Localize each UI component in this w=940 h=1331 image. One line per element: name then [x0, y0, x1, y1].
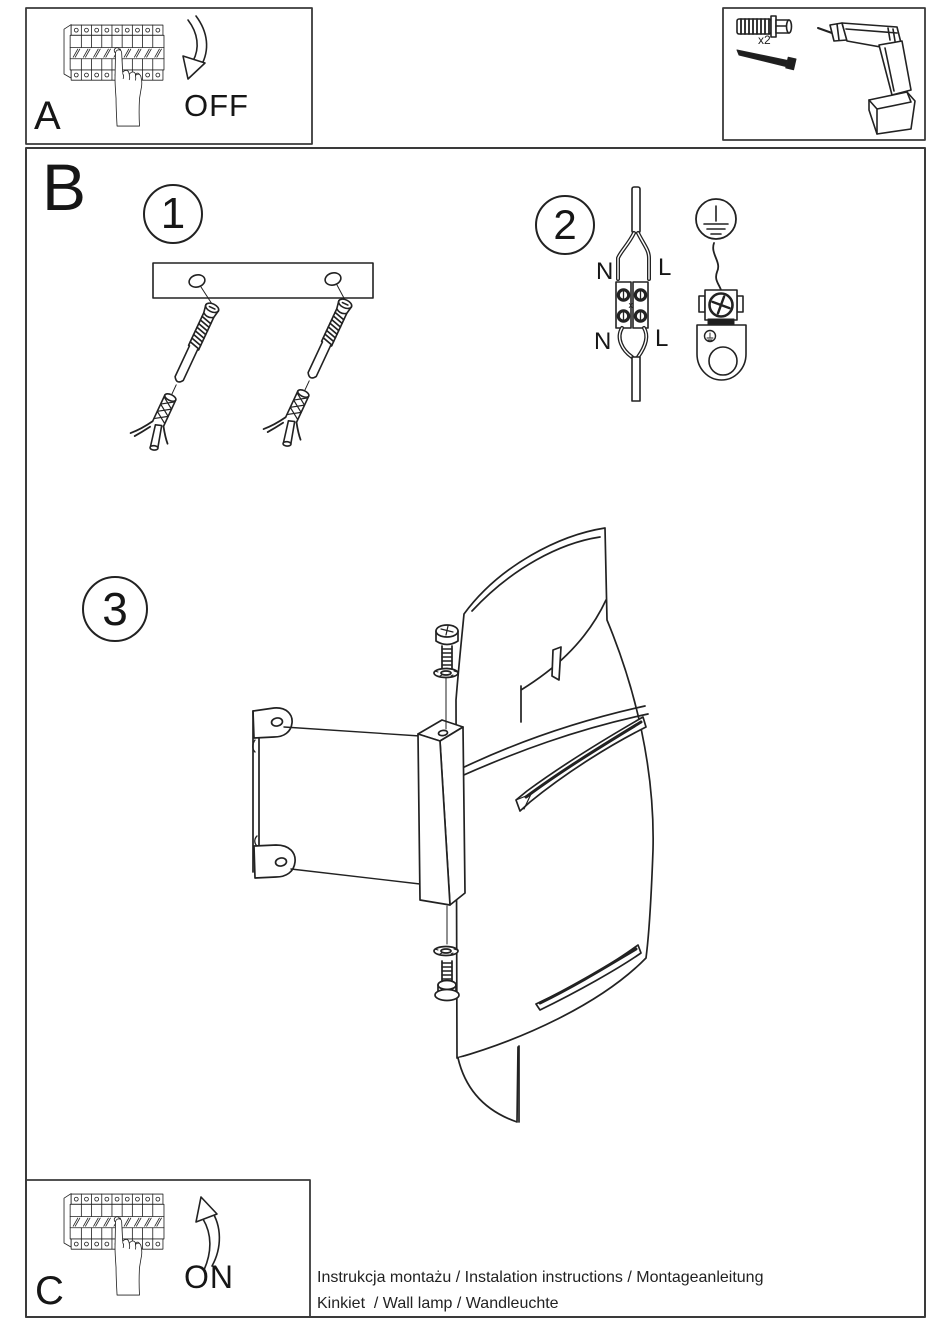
- step3-art: [252, 527, 654, 1123]
- drill-icon: [817, 22, 916, 135]
- wire-label-l-bottom: L: [655, 325, 669, 352]
- step-1-number: 1: [160, 189, 186, 238]
- arrow-up-icon: [195, 1196, 221, 1271]
- mounting-post-drawing: [417, 719, 466, 906]
- step-3-badge: 3: [82, 576, 148, 642]
- tools-box: [722, 7, 926, 141]
- lamp-shade-drawing: [455, 527, 654, 1123]
- section-b-label: B: [42, 150, 87, 224]
- wire-label-n-top: N: [596, 258, 614, 285]
- mounting-plate-drawing: [152, 262, 374, 299]
- bottom-washer-icon: [433, 945, 459, 957]
- ground-symbol-icon: [695, 198, 737, 240]
- main-frame: [25, 147, 926, 1318]
- step2-art: [615, 186, 747, 402]
- ground-wire: [712, 242, 722, 291]
- step1-art: [126, 262, 374, 457]
- panel-c-art: [63, 1193, 221, 1296]
- bottom-screw-icon: [434, 960, 460, 1002]
- panel-a-box: [25, 7, 313, 145]
- step-2-badge: 2: [535, 195, 595, 255]
- tools-art: [736, 15, 916, 135]
- footer-title-line: Instrukcja montażu / Instalation instruc…: [317, 1269, 764, 1286]
- panel-a-action-label: OFF: [184, 88, 249, 123]
- top-washer-icon: [433, 667, 459, 679]
- wire-label-l-top: L: [658, 254, 672, 281]
- top-screw-icon: [435, 624, 459, 671]
- frame-borders: [25, 7, 926, 1318]
- step-2-number: 2: [553, 201, 577, 248]
- anchor-quantity-label: x2: [758, 33, 771, 47]
- screw-anchor-right-icon: [259, 290, 364, 453]
- terminal-center-mark: x: [628, 300, 634, 310]
- breaker-panel-icon: [63, 1193, 165, 1296]
- footer-product-line: Kinkiet / Wall lamp / Wandleuchte: [317, 1295, 559, 1312]
- back-panel-edges: [283, 726, 421, 885]
- panel-a-art: [63, 15, 208, 127]
- wall-plug-icon: [736, 15, 793, 38]
- arrow-down-icon: [182, 15, 208, 80]
- leader-lines: [200, 284, 346, 305]
- wall-bracket-drawing: [252, 707, 296, 879]
- panel-c-box: [25, 1179, 311, 1318]
- step-1-badge: 1: [143, 184, 203, 244]
- panel-c-action-label: ON: [184, 1259, 234, 1295]
- wiring-diagram-drawing: [615, 186, 651, 402]
- panel-a-label: A: [34, 94, 61, 138]
- breaker-panel-icon: [63, 24, 165, 127]
- step-3-number: 3: [102, 583, 128, 635]
- screw-anchor-left-icon: [126, 294, 231, 457]
- wire-label-n-bottom: N: [594, 328, 612, 355]
- ground-connector-icon: [696, 289, 747, 381]
- screw-icon: [736, 49, 797, 71]
- panel-c-label: C: [35, 1269, 64, 1313]
